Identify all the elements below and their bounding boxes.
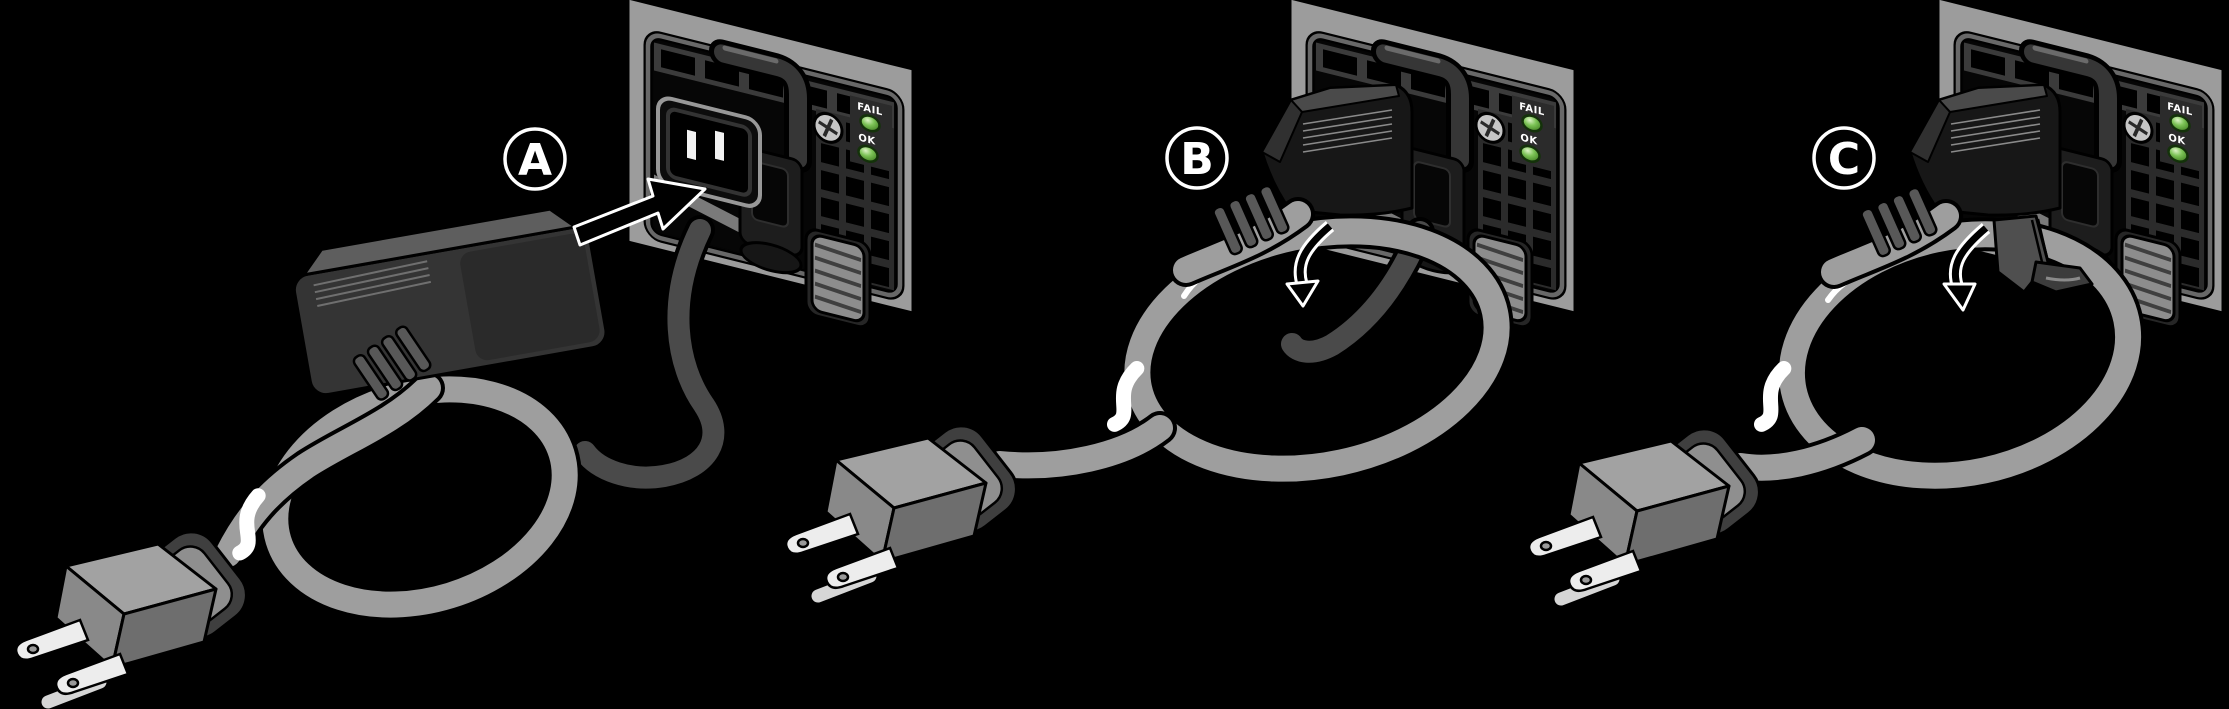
step-label-circle — [503, 127, 567, 191]
step-panel-a: A — [16, 0, 913, 702]
step-panel-c: C — [1529, 0, 2223, 599]
retention-strap — [570, 215, 729, 493]
step-letter: A — [518, 135, 552, 186]
step-label-a: A — [503, 127, 567, 191]
step-label-circle — [1812, 126, 1876, 190]
wrap-arrow-icon — [1942, 223, 1991, 312]
step-panel-b: B — [786, 0, 1575, 596]
step-label-b: B — [1165, 126, 1229, 190]
step-letter: B — [1180, 134, 1214, 185]
retention-strap — [1277, 217, 1435, 367]
step-letter: C — [1828, 134, 1860, 185]
wrap-arrow-icon — [1285, 221, 1335, 308]
connector-rib-lines — [313, 260, 432, 307]
insert-arrow-icon — [572, 177, 707, 247]
step-label-circle — [1165, 126, 1229, 190]
retention-strap-wrapped — [1992, 214, 2094, 294]
step-label-c: C — [1812, 126, 1876, 190]
